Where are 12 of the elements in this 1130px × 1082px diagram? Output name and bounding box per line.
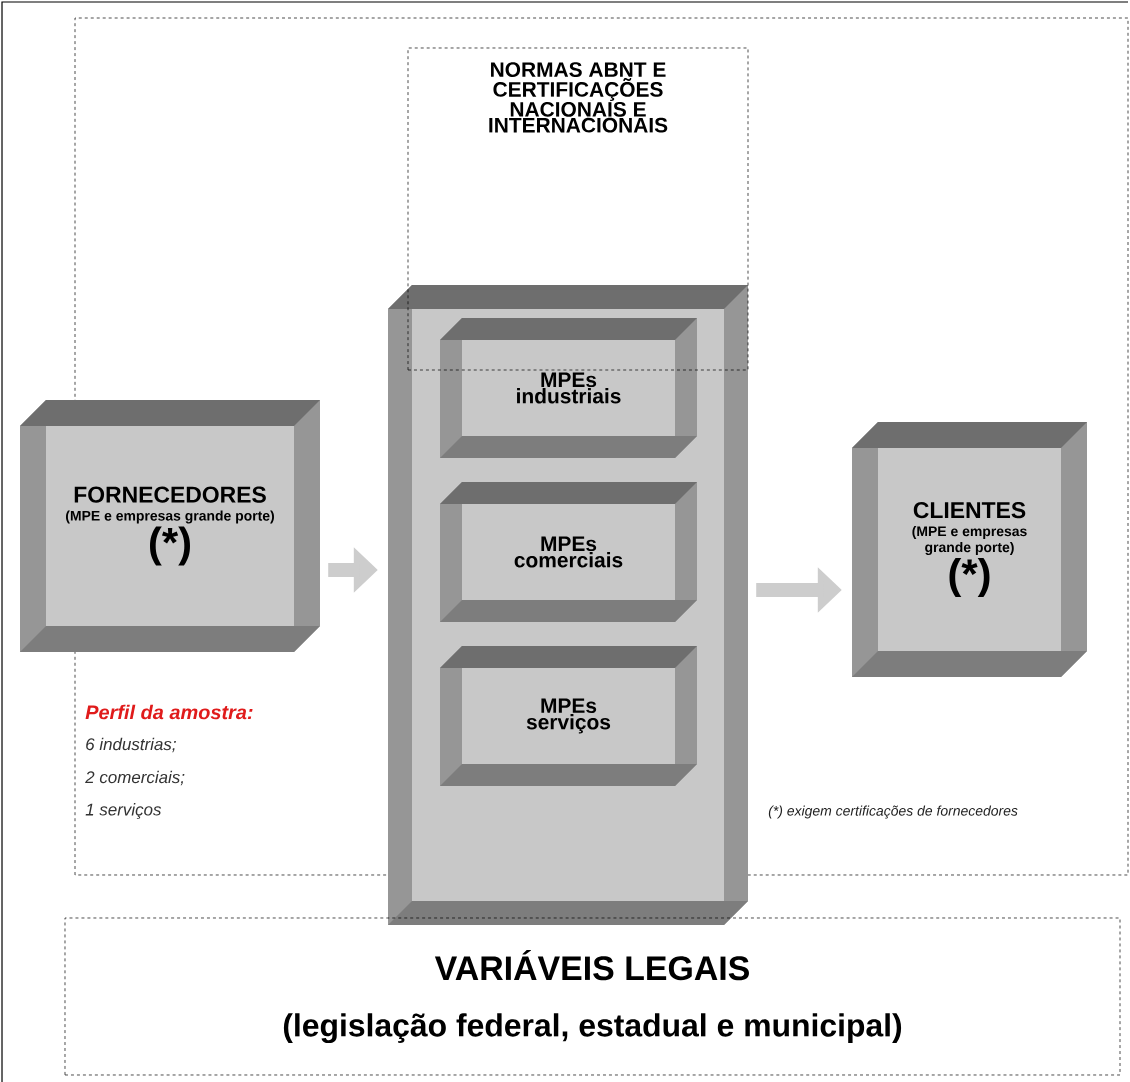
footnote-text: (*) exigem certificações de fornecedores (768, 805, 1018, 819)
beveled-box: CLIENTES (MPE e empresas grande porte) (*) (852, 422, 1087, 677)
beveled-box: MPEs industriais (440, 318, 697, 458)
list-text: 2 comerciais; (85, 770, 185, 786)
beveled-box: MPEs comerciais (440, 482, 697, 622)
dashed-box: VARIÁVEIS LEGAIS (legislação federal, estadual e municipal) (64, 917, 1121, 1076)
dashed-box: NORMAS ABNT E CERTIFICAÇÕES NACIONAIS E INTERNACIONAIS (407, 47, 749, 371)
beveled-box: FORNECEDORES (MPE e empresas grande porte) (*) (20, 400, 320, 652)
list-text: 6 industrias; (86, 737, 176, 753)
beveled-box: MPEs serviços (440, 646, 697, 786)
heading-text: Perfil da amostra: (85, 704, 253, 720)
list-text: 1 serviços (85, 803, 162, 819)
